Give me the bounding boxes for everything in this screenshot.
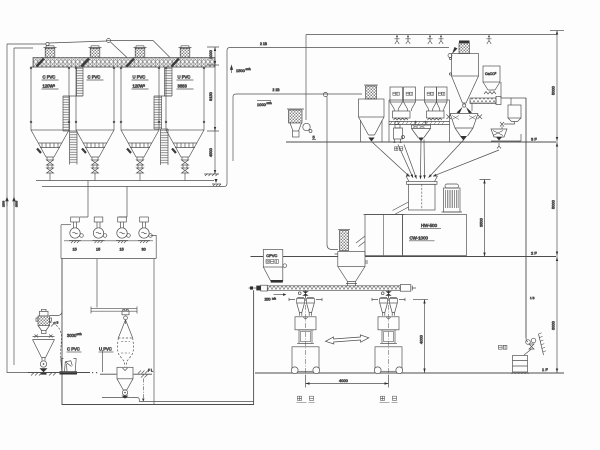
svg-text:5: 5 — [313, 135, 316, 140]
svg-text:1000: 1000 — [208, 49, 213, 59]
svg-text:1000: 1000 — [257, 102, 267, 107]
svg-text:3 F: 3 F — [531, 137, 537, 142]
svg-text:3000: 3000 — [15, 200, 19, 207]
svg-text:C PVC: C PVC — [43, 75, 56, 80]
svg-text:C PVC: C PVC — [67, 347, 80, 352]
svg-text:m³/h: m³/h — [77, 332, 83, 336]
svg-text:3000: 3000 — [67, 333, 77, 338]
svg-text:15: 15 — [96, 248, 100, 252]
svg-text:HW-500: HW-500 — [421, 223, 438, 228]
svg-text:15: 15 — [73, 248, 77, 252]
svg-text:CaCO³: CaCO³ — [485, 72, 497, 76]
svg-text:120W3: 120W3 — [43, 84, 56, 89]
svg-text:CW-1000: CW-1000 — [410, 236, 429, 241]
svg-text:m³/h: m³/h — [267, 101, 273, 105]
svg-text:U PVC: U PVC — [99, 347, 112, 352]
svg-text:6000: 6000 — [551, 320, 556, 330]
svg-text:C PVC: C PVC — [88, 75, 101, 80]
svg-text:120W3: 120W3 — [133, 84, 146, 89]
svg-text:3500: 3500 — [479, 217, 484, 227]
svg-text:CPVC: CPVC — [266, 253, 277, 258]
svg-text:1500: 1500 — [236, 68, 246, 73]
svg-text:4000: 4000 — [339, 378, 349, 383]
svg-text:m³/h: m³/h — [246, 67, 252, 71]
svg-text:m/h: m/h — [272, 298, 277, 301]
svg-text:1500: 1500 — [2, 200, 6, 207]
svg-text:1 B: 1 B — [530, 296, 535, 300]
svg-text:U PVC: U PVC — [178, 75, 191, 80]
svg-text:U PVC: U PVC — [133, 75, 146, 80]
svg-text:4500: 4500 — [208, 147, 213, 157]
svg-text:30: 30 — [142, 248, 146, 252]
svg-text:15: 15 — [120, 248, 124, 252]
svg-text:B: B — [57, 321, 59, 325]
svg-text:250: 250 — [265, 298, 271, 302]
svg-text:5000: 5000 — [551, 85, 556, 95]
svg-text:3883: 3883 — [178, 84, 188, 89]
svg-text:2 1B: 2 1B — [273, 88, 281, 92]
svg-text:F L: F L — [148, 369, 153, 373]
svg-text:2 F: 2 F — [531, 251, 537, 256]
svg-text:1 F: 1 F — [542, 367, 548, 372]
svg-text:5000: 5000 — [551, 199, 556, 209]
svg-text:2 1B: 2 1B — [260, 42, 268, 46]
svg-text:4000: 4000 — [419, 334, 424, 344]
svg-text:9150: 9150 — [208, 91, 213, 101]
